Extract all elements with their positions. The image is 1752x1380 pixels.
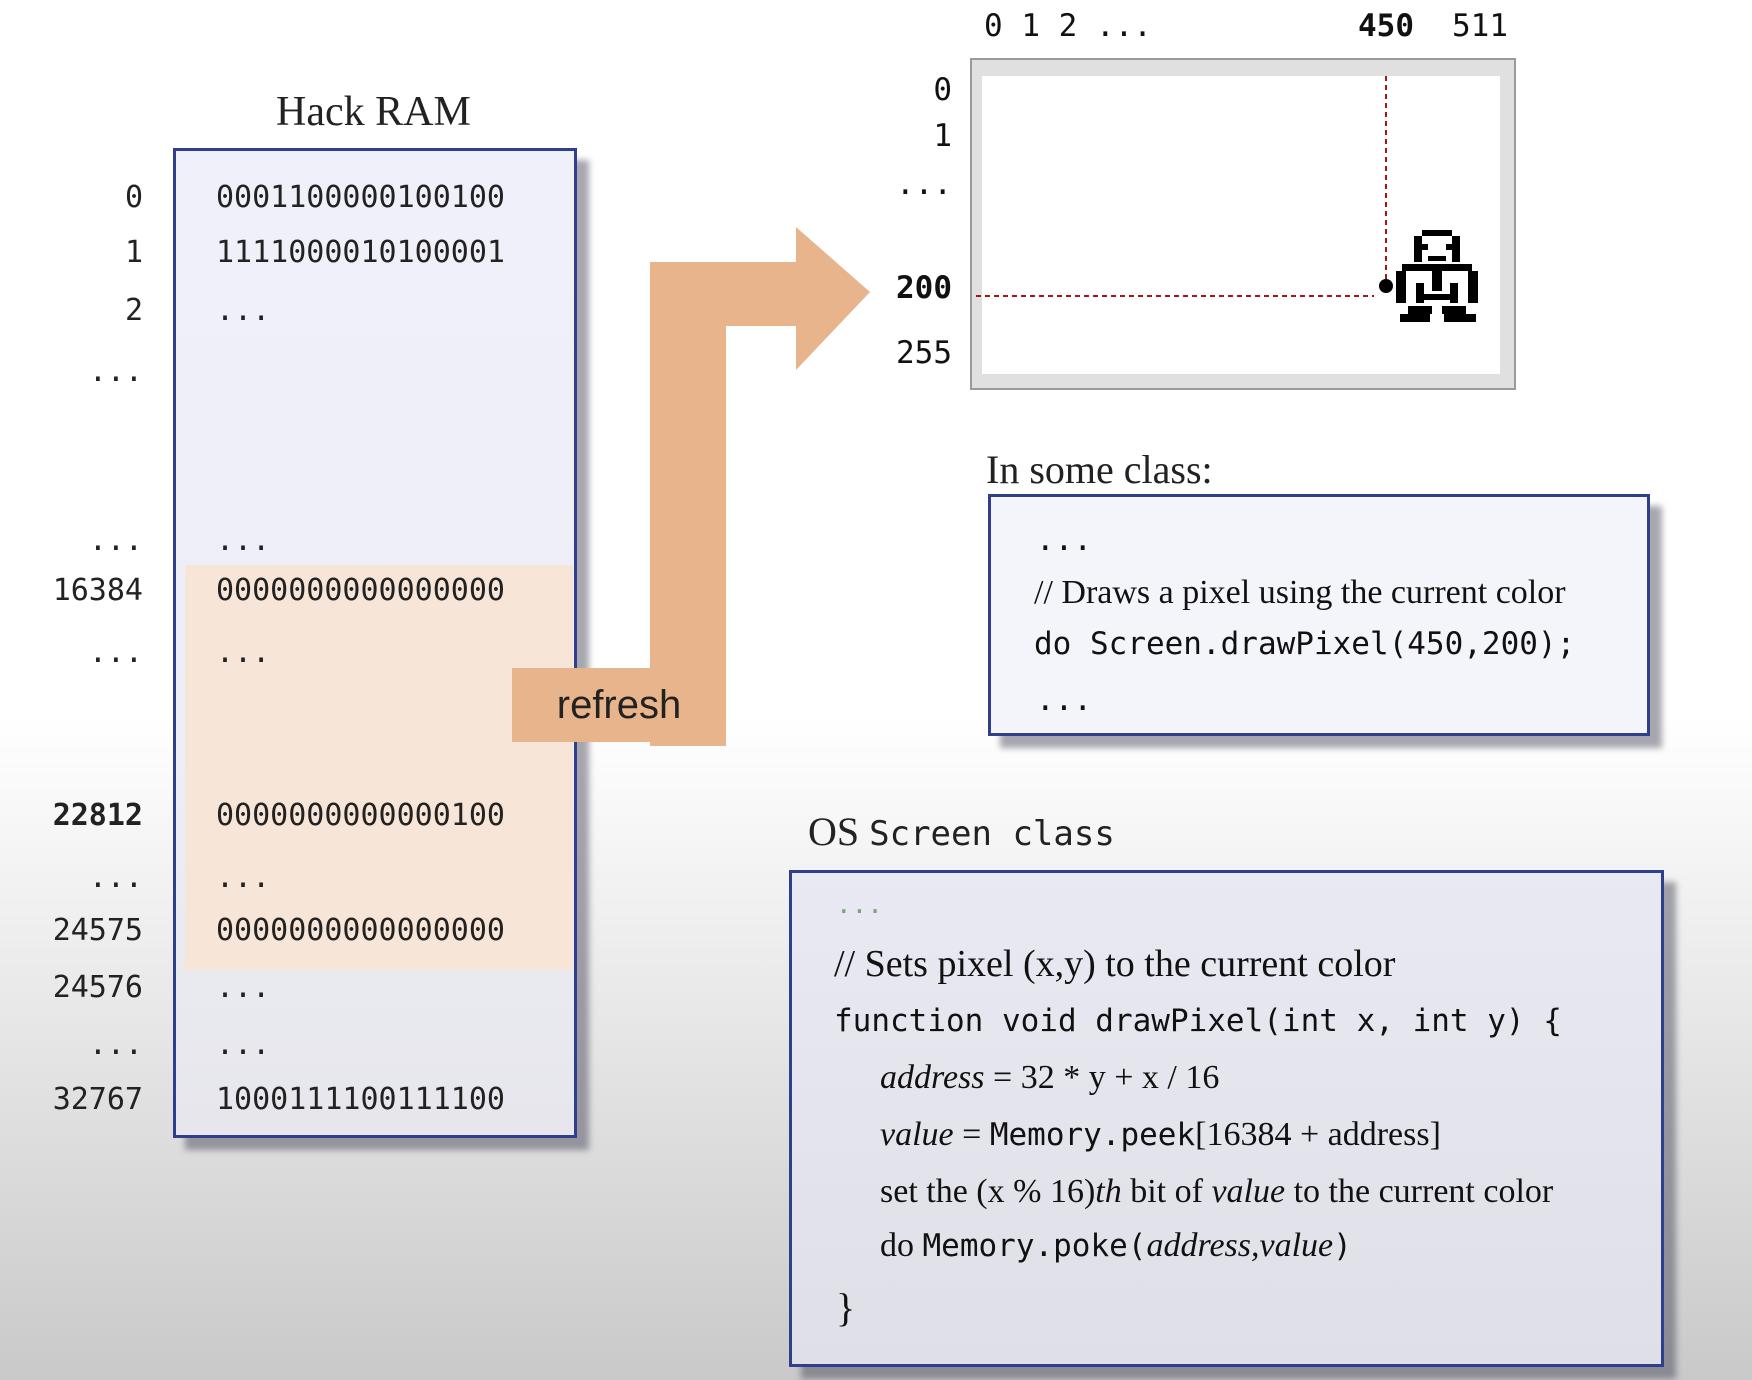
ram-address: 0: [124, 180, 143, 215]
ram-value: ...: [216, 1027, 271, 1062]
ram-value: ...: [216, 293, 271, 328]
code-line-poke: do Memory.poke(address,value): [880, 1227, 1352, 1264]
os-screen-class-code-box: [789, 870, 1664, 1367]
ram-address: 2: [124, 293, 143, 328]
ram-address-screen-base: 16384: [52, 573, 143, 608]
code-closing-brace: }: [836, 1285, 856, 1330]
screen-row-label: 1: [933, 118, 952, 154]
refresh-arrow-shape: [650, 227, 870, 746]
code-comment: // Draws a pixel using the current color: [1034, 574, 1566, 611]
code-line-peek: value = Memory.peek[16384 + address]: [880, 1116, 1441, 1153]
ram-address-highlight: 22812: [52, 798, 143, 833]
code-comment: // Sets pixel (x,y) to the current color: [834, 943, 1396, 985]
ram-value: 0000000000000000: [216, 573, 505, 608]
screen-row-label: 255: [896, 335, 952, 371]
ram-address: 32767: [52, 1082, 143, 1117]
code-ellipsis: ...: [1036, 522, 1092, 558]
refresh-arrow: [650, 227, 870, 746]
ram-value-highlight: 0000000000000100: [216, 798, 505, 833]
some-class-title: In some class:: [986, 447, 1213, 492]
ram-address: 24576: [52, 970, 143, 1005]
code-call-drawpixel: do Screen.drawPixel(450,200);: [1034, 626, 1576, 662]
code-line-address: address = 32 * y + x / 16: [880, 1059, 1220, 1096]
os-screen-class-title: OS Screen class: [808, 809, 1115, 854]
code-ellipsis: ...: [836, 890, 883, 920]
screen-row-label: 0: [933, 72, 952, 108]
ram-value: ...: [216, 635, 271, 670]
ram-value: ...: [216, 523, 271, 558]
ram-address: ...: [88, 523, 143, 558]
code-ellipsis: ...: [1036, 682, 1092, 718]
code-function-signature: function void drawPixel(int x, int y) {: [834, 1003, 1562, 1039]
screen-col-label: 0 1 2 ...: [984, 8, 1152, 44]
ram-address: 1: [124, 235, 143, 270]
target-pixel: [1379, 279, 1393, 293]
some-class-code-box: [988, 494, 1650, 736]
ram-value: ...: [216, 970, 271, 1005]
ram-value: 1111000010100001: [216, 235, 505, 270]
screen-row-label-highlight: 200: [896, 270, 952, 306]
ram-value: ...: [216, 860, 271, 895]
ram-address: ...: [88, 635, 143, 670]
ram-address: ...: [88, 354, 143, 389]
refresh-label: refresh: [512, 668, 726, 742]
screen-row-label: ...: [896, 166, 952, 202]
ram-value: 1000111100111100: [216, 1082, 505, 1117]
screen-col-label: 511: [1452, 8, 1508, 44]
ram-value: 0001100000100100: [216, 180, 505, 215]
ram-address: ...: [88, 1027, 143, 1062]
sprite-figure: [1396, 230, 1478, 322]
code-line-set-bit: set the (x % 16)th bit of value to the c…: [880, 1173, 1554, 1210]
screen-overlay: [976, 76, 1478, 322]
screen-col-label-highlight: 450: [1358, 8, 1414, 44]
ram-address: 24575: [52, 913, 143, 948]
ram-value: 0000000000000000: [216, 913, 505, 948]
screen-display: [982, 76, 1500, 374]
ram-address: ...: [88, 860, 143, 895]
screen-memory-map-region: [185, 565, 573, 970]
ram-title: Hack RAM: [276, 89, 471, 135]
